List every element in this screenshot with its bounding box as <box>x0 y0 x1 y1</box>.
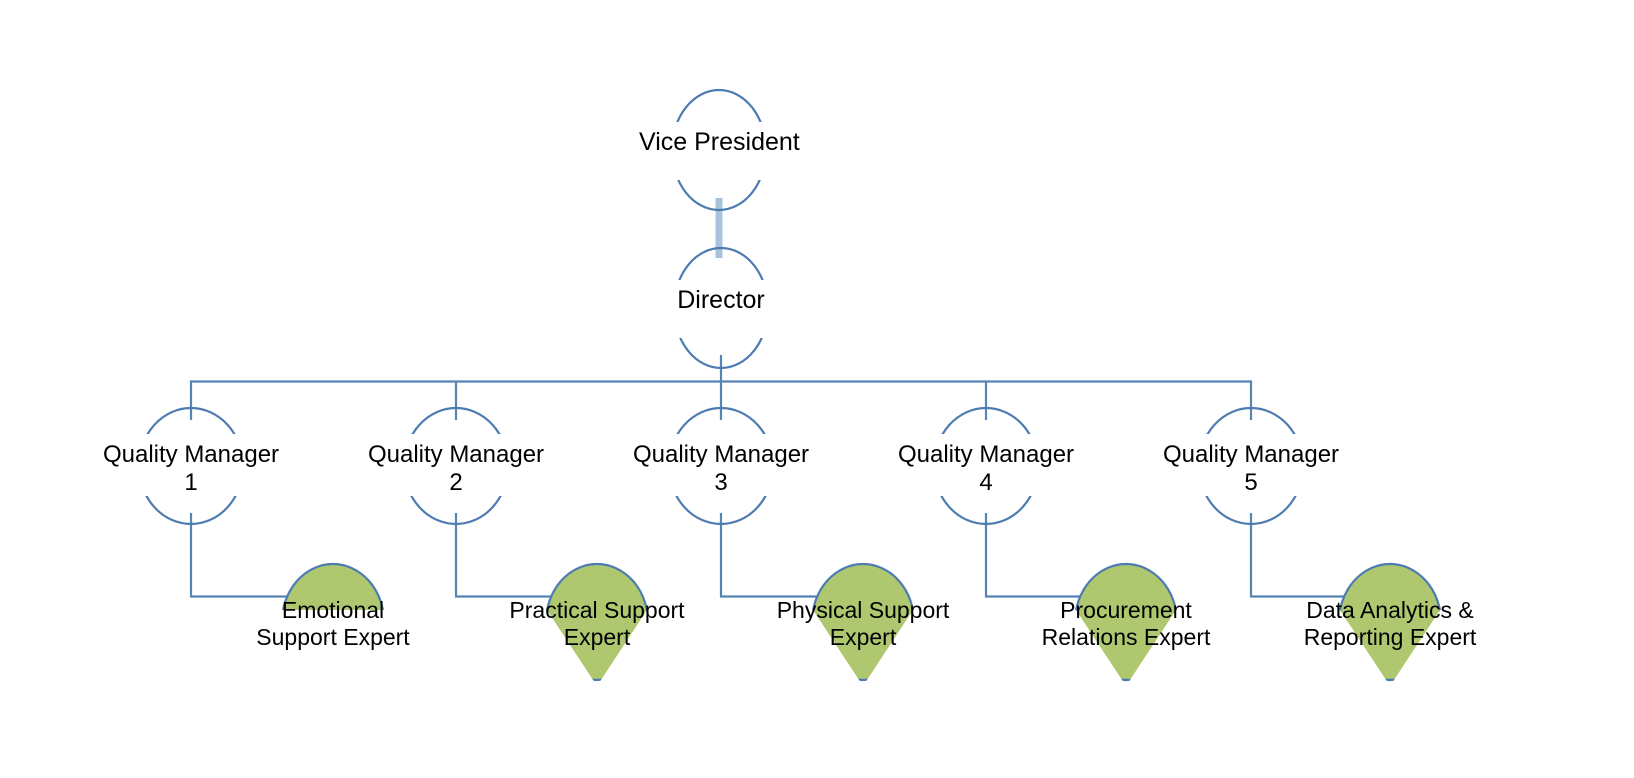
node-shape-ellipse-green <box>1008 562 1244 686</box>
node-shape-ellipse <box>1145 406 1357 526</box>
node-shape-ellipse-green <box>479 562 715 686</box>
node-data-analytics-reporting-expert[interactable]: Data Analytics &Reporting Expert <box>1272 560 1508 686</box>
node-shape-ellipse <box>880 406 1092 526</box>
connector-qm2-to-expert2 <box>454 513 580 598</box>
node-shape-ellipse-green <box>745 562 981 686</box>
node-shape-ellipse <box>350 406 562 526</box>
node-shape-ellipse-green <box>215 562 451 686</box>
connector-qm3-to-expert3 <box>719 513 848 598</box>
node-shape-ellipse <box>615 406 827 526</box>
node-shape-ellipse <box>85 406 297 526</box>
node-shape-ellipse-green <box>1272 562 1508 686</box>
connector-qm5-to-expert5 <box>1249 513 1374 598</box>
node-vice-president[interactable]: Vice President <box>639 82 800 218</box>
connector-qm4-to-expert4 <box>984 513 1111 598</box>
node-shape-ellipse <box>639 88 799 212</box>
node-shape-ellipse <box>641 246 801 370</box>
node-director[interactable]: Director <box>641 240 801 376</box>
connector-qm1-to-expert1 <box>189 513 300 598</box>
